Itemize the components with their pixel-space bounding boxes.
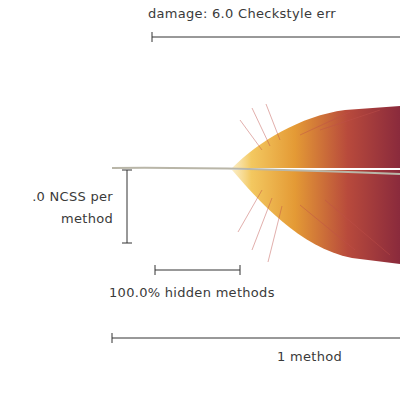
dimension-label: 1 method [277, 346, 342, 368]
dimension-label: 100.0% hidden methods [109, 282, 275, 304]
feather-vanes [232, 104, 400, 264]
dimension-label: damage: 6.0 Checkstyle err [148, 3, 336, 25]
dimension-label: .0 NCSS per method [3, 186, 113, 230]
feather-shaft [112, 168, 400, 174]
